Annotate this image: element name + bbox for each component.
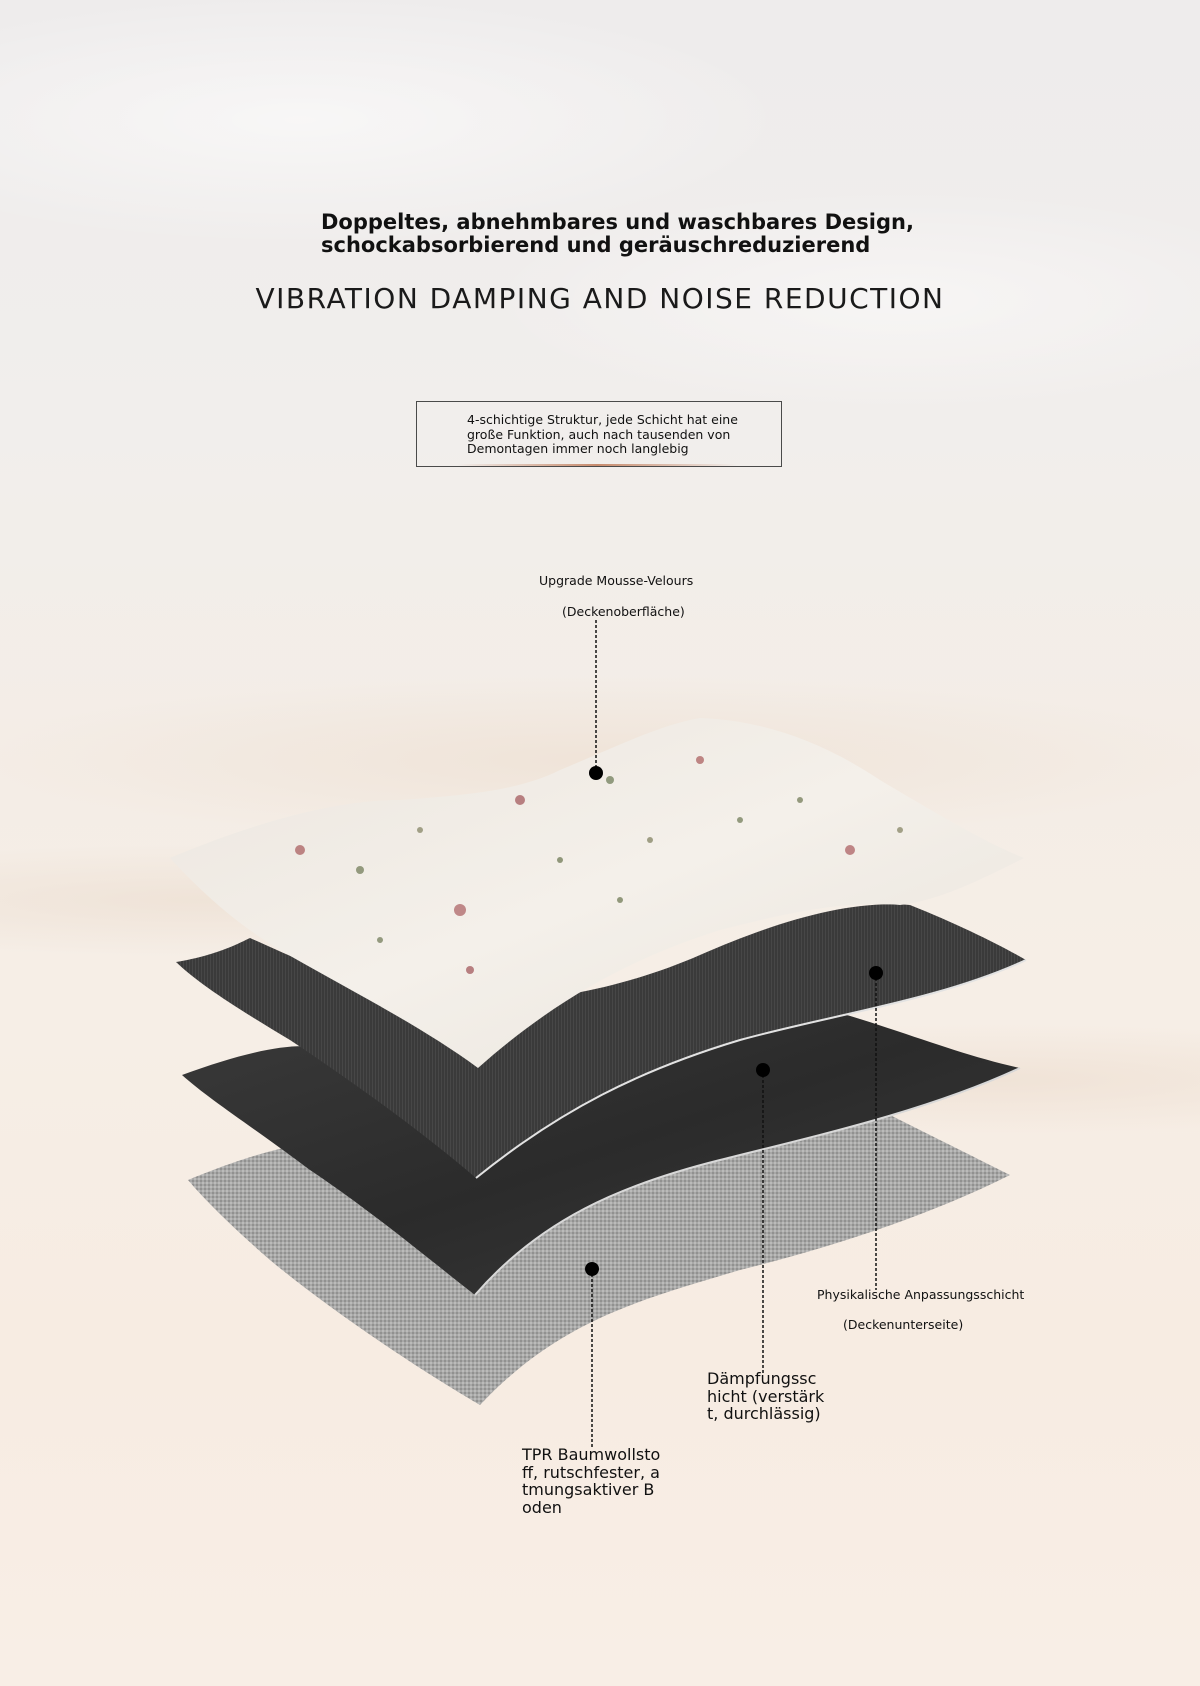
info-accent-line (457, 464, 737, 466)
callout-top-line-2: (Deckenoberfläche) (562, 604, 685, 619)
info-line-2: große Funktion, auch nach tausenden von (467, 426, 731, 442)
info-line-3: Demontagen immer noch langlebig (467, 441, 689, 456)
info-line-1: 4-schichtige Struktur, jede Schicht hat … (467, 412, 738, 427)
info-text: 4-schichtige Struktur, jede Schicht hat … (467, 412, 767, 457)
callout-dot-top (589, 766, 603, 780)
headline: Doppeltes, abnehmbares und waschbares De… (321, 211, 961, 257)
callout-tpr: TPR Baumwollsto ff, rutschfester, a tmun… (522, 1446, 660, 1516)
adaptation-edge (475, 959, 1027, 1179)
callout-damping-line-3: t, durchlässig) (707, 1404, 821, 1423)
callout-bottom-line-2: (Deckenunterseite) (843, 1317, 964, 1332)
callout-damping-line-1: Dämpfungssc (707, 1369, 817, 1388)
callout-tpr-line-1: TPR Baumwollsto (522, 1445, 661, 1464)
callout-dot-damping (756, 1063, 770, 1077)
info-box: 4-schichtige Struktur, jede Schicht hat … (416, 401, 782, 467)
damping-edge (474, 1067, 1021, 1296)
callout-top-line-1: Upgrade Mousse-Velours (539, 573, 694, 588)
callout-dot-adaptation (869, 966, 883, 980)
floral-speckles (295, 756, 903, 974)
callout-damping-line-2: hicht (verstärk (707, 1386, 825, 1406)
headline-line-1: Doppeltes, abnehmbares und waschbares De… (321, 210, 914, 234)
subtitle: VIBRATION DAMPING AND NOISE REDUCTION (255, 282, 945, 315)
mousse-velour-layer (170, 718, 1024, 1068)
callout-tpr-line-4: oden (522, 1497, 562, 1517)
callout-damping: Dämpfungssc hicht (verstärk t, durchläss… (707, 1370, 824, 1423)
callout-tpr-line-3: tmungsaktiver B (522, 1480, 655, 1499)
callout-tpr-line-2: ff, rutschfester, a (522, 1462, 660, 1482)
headline-line-2: schockabsorbierend und geräuschreduziere… (321, 233, 871, 257)
callout-bottom-line-1: Physikalische Anpassungsschicht (817, 1287, 1025, 1302)
physical-adaptation-layer (176, 904, 1026, 1178)
callout-dot-tpr (585, 1262, 599, 1276)
